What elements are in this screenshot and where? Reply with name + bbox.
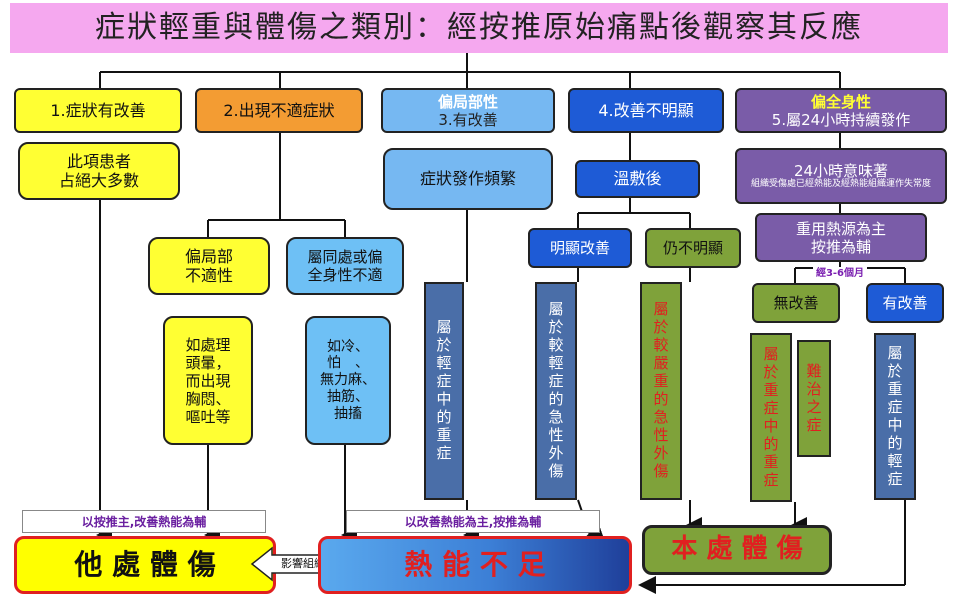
local-discomfort-detail-text: 如處理 頭暈， 而出現 胸悶、 嘔吐等 (185, 335, 231, 426)
category-3-bottom-label: 3.有改善 (438, 110, 498, 129)
heat-deficiency-outcome: 熱 能 不 足 (318, 536, 632, 594)
majority-patients-note: 此項患者 占絕大多數 (18, 142, 180, 200)
duration-text: 經3-6個月 (815, 268, 865, 279)
mid-treatment-text: 以改善熱能為主,按推為輔 (404, 515, 542, 529)
category-2-label: 2.出現不適症狀 (223, 100, 335, 120)
frequent-attacks-box: 症狀發作頻繁 (383, 148, 553, 210)
category-2-box: 2.出現不適症狀 (195, 88, 363, 133)
category-4-box: 4.改善不明顯 (568, 88, 724, 133)
category-1-label: 1.症狀有改善 (50, 100, 146, 120)
severe-in-severe-text: 屬於重症中的重症 (761, 345, 780, 490)
local-injury-label: 本 處 體 傷 (671, 534, 803, 565)
majority-patients-text: 此項患者 占絕大多數 (58, 151, 139, 190)
clear-improvement-box: 明顯改善 (528, 228, 632, 268)
round-the-clock-box: 24小時意味著 組織受傷處已經熱能及經熱能組織運作失常度 (735, 148, 947, 204)
local-discomfort-box: 偏局部 不適性 (148, 237, 270, 295)
local-injury-outcome: 本 處 體 傷 (642, 525, 832, 575)
whole-body-discomfort-detail-text: 如冷、 怕 、 無力麻、 抽筋、 抽搐 (320, 338, 376, 422)
heat-deficiency-label: 熱 能 不 足 (404, 548, 546, 582)
mid-treatment-note: 以改善熱能為主,按推為輔 (346, 510, 600, 533)
left-treatment-note: 以按推主,改善熱能為輔 (22, 510, 266, 533)
heat-source-strategy-box: 重用熱源為主 按推為輔 (755, 213, 927, 262)
heat-source-strategy-label: 重用熱源為主 按推為輔 (795, 219, 886, 256)
category-4-label: 4.改善不明顯 (598, 100, 694, 120)
no-improvement-box: 無改善 (752, 283, 840, 323)
page-title-text: 症狀輕重與體傷之類別：經按推原始痛點後觀察其反應 (95, 10, 863, 45)
category-5-bottom-label: 5.屬24小時持續發作 (771, 110, 911, 129)
other-injury-outcome: 他 處 體 傷 (14, 536, 276, 594)
category-3-box: 偏局部性 3.有改善 (381, 88, 555, 133)
whole-body-discomfort-box: 屬同處或偏 全身性不適 (286, 237, 404, 295)
round-the-clock-subtext: 組織受傷處已經熱能及經熱能組織運作失常度 (750, 179, 931, 190)
whole-body-discomfort-detail: 如冷、 怕 、 無力麻、 抽筋、 抽搐 (305, 316, 391, 445)
light-acute-injury-text: 屬於較輕症的急性外傷 (546, 301, 565, 481)
severe-in-severe-column: 屬於重症中的重症 (750, 333, 792, 502)
severe-acute-injury-column: 屬於較嚴重的急性外傷 (640, 282, 682, 500)
no-improvement-label: 無改善 (773, 294, 819, 312)
light-acute-injury-column: 屬於較輕症的急性外傷 (535, 282, 577, 500)
improvement-box: 有改善 (866, 283, 944, 323)
still-unclear-label: 仍不明顯 (662, 239, 723, 257)
local-discomfort-label: 偏局部 不適性 (184, 246, 233, 285)
page-title: 症狀輕重與體傷之類別：經按推原始痛點後觀察其反應 (10, 3, 948, 53)
warm-compress-box: 溫敷後 (575, 160, 700, 198)
left-treatment-text: 以按推主,改善熱能為輔 (81, 515, 207, 529)
category-5-box: 偏全身性 5.屬24小時持續發作 (735, 88, 947, 133)
clear-improvement-label: 明顯改善 (549, 239, 610, 257)
light-in-severe-column: 屬於重症中的輕症 (874, 333, 916, 500)
severe-acute-injury-text: 屬於較嚴重的急性外傷 (651, 301, 670, 481)
hard-to-treat-text: 難治之症 (804, 362, 823, 435)
frequent-attacks-label: 症狀發作頻繁 (419, 169, 516, 189)
category-1-box: 1.症狀有改善 (14, 88, 182, 133)
whole-body-discomfort-label: 屬同處或偏 全身性不適 (307, 248, 383, 284)
other-injury-label: 他 處 體 傷 (74, 548, 216, 582)
duration-label: 經3-6個月 (813, 267, 867, 280)
round-the-clock-title: 24小時意味著 (793, 162, 889, 181)
mild-in-severe-text: 屬於輕症中的重症 (434, 319, 453, 463)
category-3-top-label: 偏局部性 (437, 92, 498, 111)
warm-compress-label: 溫敷後 (613, 169, 662, 189)
hard-to-treat-column: 難治之症 (797, 340, 831, 457)
mild-in-severe-column: 屬於輕症中的重症 (424, 282, 464, 500)
still-unclear-box: 仍不明顯 (645, 228, 741, 268)
category-5-top-label: 偏全身性 (810, 92, 871, 111)
light-in-severe-text: 屬於重症中的輕症 (885, 344, 904, 489)
local-discomfort-detail: 如處理 頭暈， 而出現 胸悶、 嘔吐等 (163, 316, 253, 445)
improvement-label: 有改善 (882, 294, 928, 312)
